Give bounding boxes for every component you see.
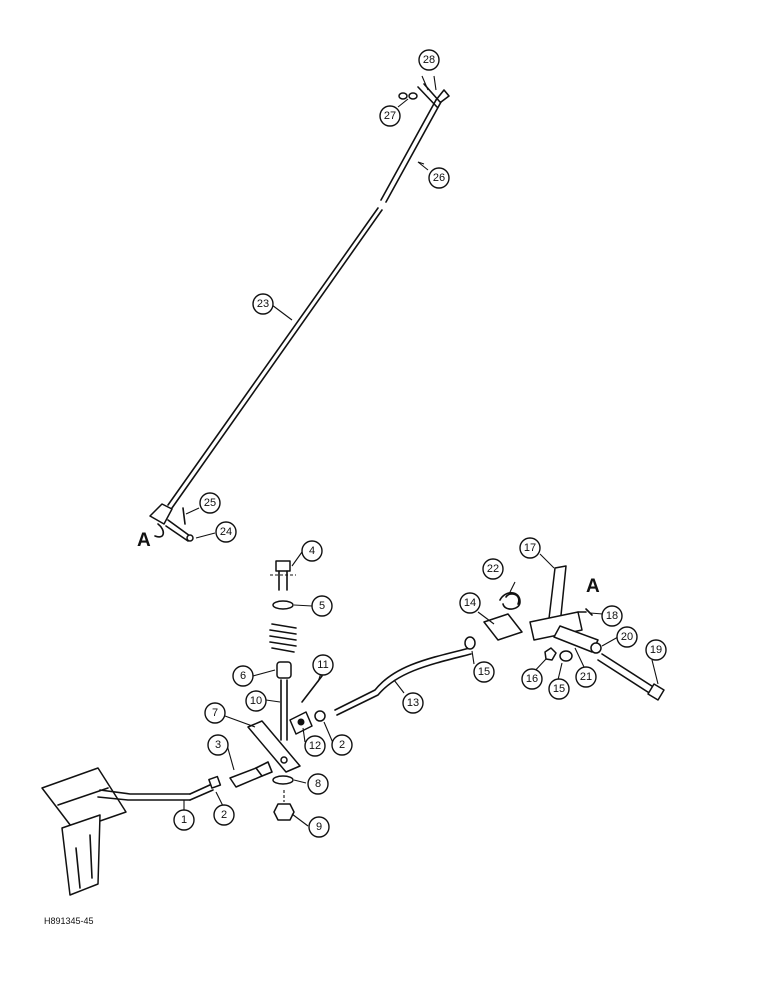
callout-15-left: 15 — [473, 661, 495, 683]
reference-letter-a-right: A — [586, 576, 600, 597]
reference-letter-a-left: A — [137, 530, 151, 551]
svg-text:7: 7 — [212, 707, 218, 719]
svg-text:20: 20 — [621, 631, 633, 643]
svg-text:5: 5 — [319, 600, 325, 612]
foot-pedal-bracket — [41, 767, 222, 896]
svg-text:2: 2 — [221, 809, 227, 821]
lever-assembly — [483, 565, 665, 701]
svg-text:24: 24 — [220, 526, 232, 538]
svg-text:23: 23 — [257, 298, 269, 310]
callout-1: 1 — [173, 809, 195, 831]
svg-text:18: 18 — [606, 610, 618, 622]
callout-12: 12 — [304, 735, 326, 757]
svg-text:13: 13 — [407, 697, 419, 709]
svg-text:26: 26 — [433, 172, 445, 184]
callout-3: 3 — [207, 734, 229, 756]
svg-text:8: 8 — [315, 778, 321, 790]
callout-20: 20 — [616, 626, 638, 648]
svg-text:22: 22 — [487, 563, 499, 575]
svg-text:9: 9 — [316, 821, 322, 833]
callout-15-right: 15 — [548, 678, 570, 700]
link-and-bolt-stack — [247, 560, 326, 821]
svg-text:16: 16 — [526, 673, 538, 685]
svg-text:6: 6 — [240, 670, 246, 682]
svg-text:11: 11 — [317, 659, 328, 671]
svg-text:28: 28 — [423, 54, 435, 66]
svg-text:2: 2 — [339, 739, 345, 751]
callout-17: 17 — [519, 537, 541, 559]
callout-5: 5 — [311, 595, 333, 617]
callout-16: 16 — [521, 668, 543, 690]
callout-6: 6 — [232, 665, 254, 687]
svg-text:17: 17 — [524, 542, 536, 554]
callout-22: 22 — [482, 558, 504, 580]
callout-27: 27 — [379, 105, 401, 127]
rod-end-clevis — [229, 761, 273, 788]
svg-text:25: 25 — [204, 497, 216, 509]
throttle-rod-upper-assembly — [149, 83, 450, 542]
svg-text:1: 1 — [181, 814, 187, 826]
callout-19: 19 — [645, 639, 667, 661]
svg-text:21: 21 — [580, 671, 592, 683]
callout-21: 21 — [575, 666, 597, 688]
callout-9: 9 — [308, 816, 330, 838]
callout-4: 4 — [301, 540, 323, 562]
svg-text:12: 12 — [309, 740, 321, 752]
svg-text:4: 4 — [309, 545, 315, 557]
control-rod — [334, 636, 476, 716]
svg-text:15: 15 — [478, 666, 490, 678]
callout-26: 26 — [428, 167, 450, 189]
callout-2-lower: 2 — [213, 804, 235, 826]
callout-7: 7 — [204, 702, 226, 724]
callout-8: 8 — [307, 773, 329, 795]
callout-25: 25 — [199, 492, 221, 514]
callout-14: 14 — [459, 592, 481, 614]
callout-11: 11 — [312, 654, 334, 676]
callout-28: 28 — [418, 49, 440, 71]
svg-text:27: 27 — [384, 110, 396, 122]
callout-23: 23 — [252, 293, 274, 315]
callout-10: 10 — [245, 690, 267, 712]
callout-24: 24 — [215, 521, 237, 543]
svg-text:15: 15 — [553, 683, 565, 695]
callout-18: 18 — [601, 605, 623, 627]
svg-text:19: 19 — [650, 644, 662, 656]
leader-lines — [183, 75, 659, 827]
svg-text:3: 3 — [215, 739, 221, 751]
callout-13: 13 — [402, 692, 424, 714]
svg-text:10: 10 — [250, 695, 262, 707]
figure-id: H891345-45 — [44, 916, 94, 926]
callout-2-upper: 2 — [331, 734, 353, 756]
svg-text:14: 14 — [464, 597, 476, 609]
